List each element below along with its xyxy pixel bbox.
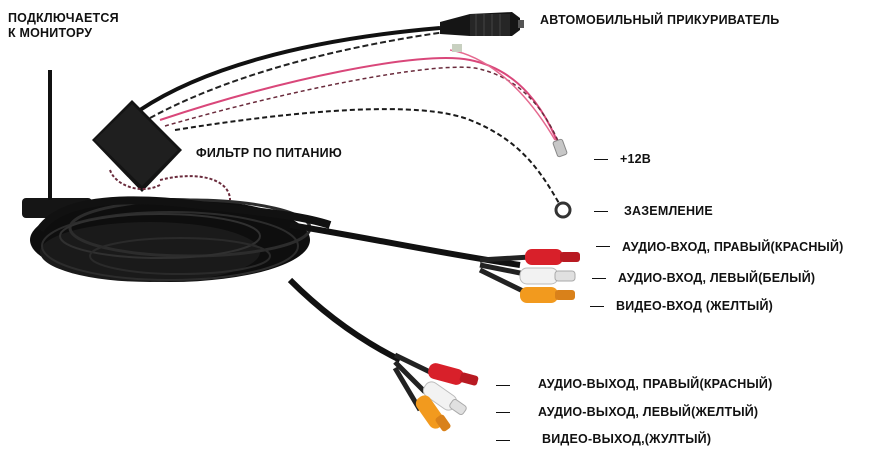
- video-in-label: ВИДЕО-ВХОД (ЖЕЛТЫЙ): [616, 299, 773, 313]
- ground-label: ЗАЗЕМЛЕНИЕ: [624, 204, 713, 218]
- plus-12v-label: +12В: [620, 152, 651, 166]
- audio-out-left-tick: [496, 412, 510, 413]
- coiled-cable-bundle: [30, 198, 330, 282]
- audio-in-left-tick: [592, 278, 606, 279]
- video-out-label: ВИДЕО-ВЫХОД,(ЖУЛТЫЙ): [542, 432, 711, 446]
- monitor-label-line1: ПОДКЛЮЧАЕТСЯ: [8, 11, 168, 26]
- output-rca-cable: [290, 280, 479, 432]
- monitor-connector: [22, 70, 92, 218]
- cigarette-lighter-plug: [440, 12, 524, 36]
- monitor-connection-label: ПОДКЛЮЧАЕТСЯ К МОНИТОРУ: [8, 11, 168, 41]
- input-rca-cable: [290, 225, 580, 303]
- video-in-tick: [590, 306, 604, 307]
- audio-out-right-label: АУДИО-ВЫХОД, ПРАВЫЙ(КРАСНЫЙ): [538, 377, 772, 391]
- audio-out-left-label: АУДИО-ВЫХОД, ЛЕВЫЙ(ЖЕЛТЫЙ): [538, 405, 758, 419]
- ground-tick: [594, 211, 608, 212]
- cigarette-lighter-label: АВТОМОБИЛЬНЫЙ ПРИКУРИВАТЕЛЬ: [540, 13, 780, 27]
- plus-12v-tick: [594, 159, 608, 160]
- audio-in-right-label: АУДИО-ВХОД, ПРАВЫЙ(КРАСНЫЙ): [622, 240, 844, 254]
- audio-out-right-tick: [496, 385, 510, 386]
- power-filter-label: ФИЛЬТР ПО ПИТАНИЮ: [196, 146, 342, 160]
- video-out-tick: [496, 440, 510, 441]
- monitor-label-line2: К МОНИТОРУ: [8, 26, 168, 41]
- audio-in-right-tick: [596, 246, 610, 247]
- audio-in-left-label: АУДИО-ВХОД, ЛЕВЫЙ(БЕЛЫЙ): [618, 271, 815, 285]
